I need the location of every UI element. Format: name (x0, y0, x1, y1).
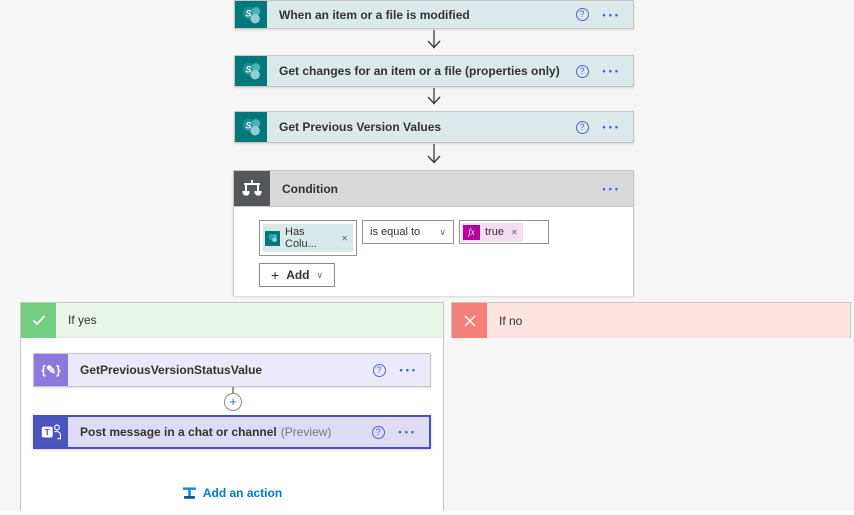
condition-add-button[interactable]: + Add ∨ (259, 263, 336, 287)
connector-line (232, 387, 234, 393)
if-no-header[interactable]: If no (452, 303, 850, 338)
trigger-title: When an item or a file is modified (279, 7, 470, 22)
canvas-bottom-edge (0, 511, 854, 515)
insert-step-button[interactable]: + (224, 393, 242, 411)
chip-label: true (485, 226, 504, 238)
svg-text:S: S (245, 8, 251, 18)
help-icon[interactable]: ? (371, 425, 385, 439)
condition-operator-select[interactable]: is equal to ∨ (362, 220, 454, 244)
help-icon[interactable]: ? (575, 64, 589, 78)
action-card-post-teams-message[interactable]: T Post message in a chat or channel (Pre… (33, 415, 431, 449)
sharepoint-icon: S (235, 112, 267, 142)
sharepoint-icon: S (235, 1, 267, 28)
operator-value: is equal to (370, 226, 421, 238)
add-an-action-button[interactable]: Add an action (21, 486, 443, 500)
more-options-icon[interactable]: ••• (602, 183, 621, 194)
more-options-icon[interactable]: ••• (399, 365, 418, 375)
add-an-action-label: Add an action (202, 486, 283, 500)
teams-icon: T (35, 417, 68, 447)
action-icon (182, 486, 196, 499)
more-options-icon[interactable]: ••• (602, 9, 621, 20)
svg-text:S: S (245, 64, 251, 74)
connector-arrow (426, 88, 442, 115)
action-title: Get Previous Version Values (279, 120, 442, 134)
help-icon[interactable]: ? (575, 8, 589, 21)
help-icon[interactable]: ? (372, 363, 386, 377)
plus-icon: + (271, 267, 280, 283)
sharepoint-icon: S (235, 56, 267, 86)
condition-left-operand-field[interactable]: Has Colu... ✕ (259, 220, 357, 256)
preview-tag: (Preview) (280, 425, 332, 439)
condition-card: Condition ••• Has Colu... ✕ (233, 170, 634, 296)
action-card-get-previous-version[interactable]: S Get Previous Version Values ? ••• (234, 111, 634, 143)
check-icon (21, 302, 56, 338)
connector-arrow (426, 30, 442, 59)
action-title: Post message in a chat or channel (80, 425, 277, 439)
svg-text:S: S (245, 120, 251, 130)
more-options-icon[interactable]: ••• (602, 66, 621, 76)
compose-icon: {✎} (34, 354, 68, 386)
action-title: GetPreviousVersionStatusValue (80, 363, 263, 377)
if-yes-branch: If yes {✎} GetPreviousVersionStatusValue… (20, 302, 444, 515)
connector-arrow (426, 144, 442, 174)
condition-icon (234, 171, 270, 206)
cross-icon (452, 303, 487, 338)
chevron-down-icon: ∨ (439, 226, 446, 237)
more-options-icon[interactable]: ••• (398, 427, 417, 437)
close-icon[interactable]: ✕ (510, 227, 518, 237)
close-icon[interactable]: ✕ (341, 233, 348, 243)
if-no-branch: If no (451, 302, 851, 338)
condition-header[interactable]: Condition ••• (234, 171, 633, 207)
dynamic-content-chip[interactable]: Has Colu... ✕ (263, 224, 353, 252)
add-button-label: Add (286, 268, 310, 282)
svg-text:T: T (45, 426, 51, 436)
condition-title: Condition (282, 181, 338, 196)
action-card-get-changes[interactable]: S Get changes for an item or a file (pro… (234, 55, 634, 87)
chip-label: Has Colu... (285, 226, 317, 250)
if-yes-header[interactable]: If yes (21, 302, 443, 338)
action-title: Get changes for an item or a file (prope… (279, 64, 560, 78)
if-no-label: If no (499, 313, 523, 328)
plus-icon: + (229, 394, 237, 409)
chevron-down-icon: ∨ (316, 269, 324, 280)
action-card-compose[interactable]: {✎} GetPreviousVersionStatusValue ? ••• (33, 353, 431, 387)
trigger-card-when-item-modified[interactable]: S When an item or a file is modified ? •… (234, 0, 634, 29)
if-yes-label: If yes (68, 313, 97, 327)
sharepoint-icon (265, 230, 280, 246)
help-icon[interactable]: ? (575, 120, 589, 134)
more-options-icon[interactable]: ••• (602, 122, 621, 132)
